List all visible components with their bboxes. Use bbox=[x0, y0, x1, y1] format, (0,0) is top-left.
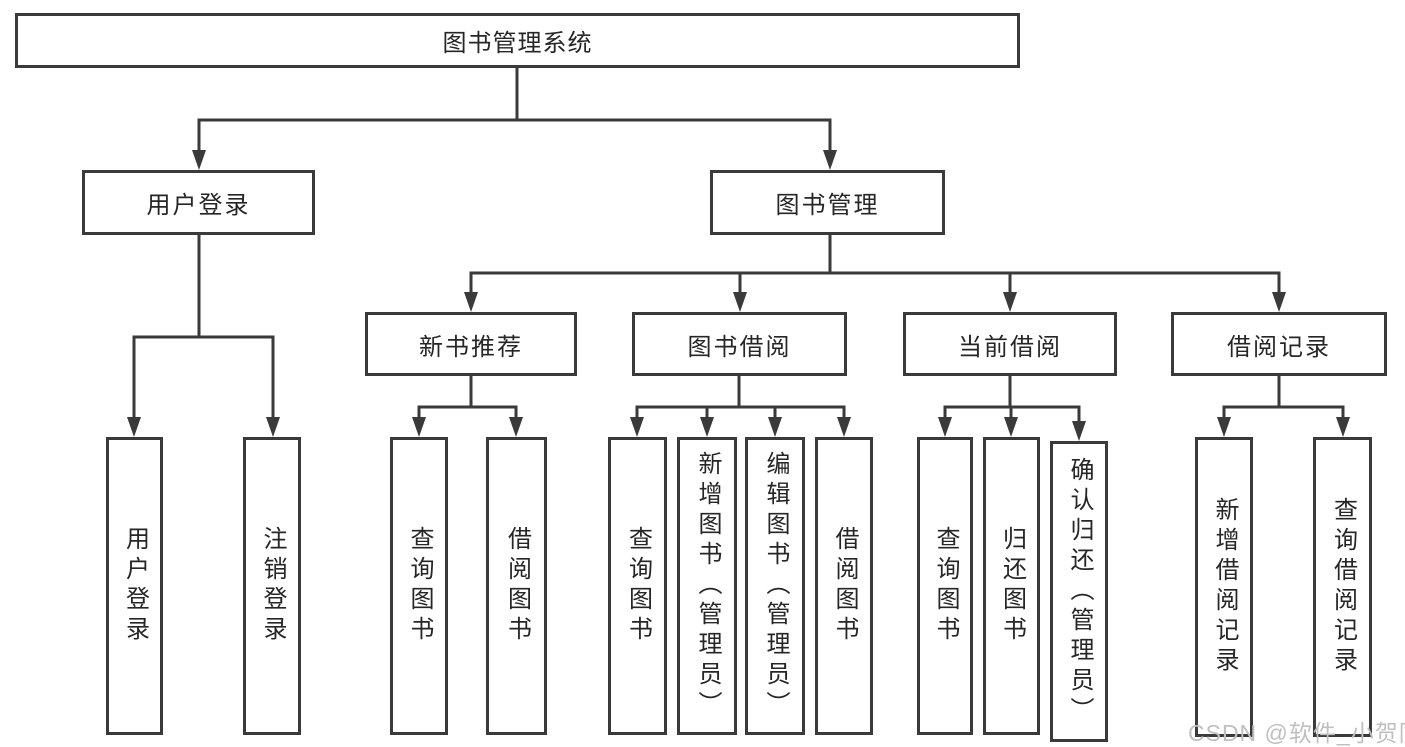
connector-borrowing-records bbox=[1222, 376, 1345, 420]
arrowhead bbox=[464, 292, 478, 312]
node-borrow-books-leaf: 借阅图书 bbox=[815, 437, 873, 735]
node-user-login: 用户登录 bbox=[82, 170, 315, 235]
node-add-books-admin: 新增图书（管理员） bbox=[677, 437, 737, 735]
arrowhead bbox=[1003, 292, 1017, 312]
node-confirm-return-admin: 确认归还（管理员） bbox=[1050, 441, 1108, 742]
node-query-borrow-record: 查询借阅记录 bbox=[1313, 437, 1372, 737]
arrowheads bbox=[127, 150, 1350, 441]
arrowhead bbox=[412, 417, 426, 437]
node-book-management: 图书管理 bbox=[710, 170, 945, 235]
arrowhead bbox=[823, 150, 837, 170]
arrowhead bbox=[192, 150, 206, 170]
node-return-books: 归还图书 bbox=[983, 437, 1040, 735]
node-edit-books-admin: 编辑图书（管理员） bbox=[745, 437, 805, 735]
arrowhead bbox=[266, 417, 280, 437]
arrowhead bbox=[127, 417, 141, 437]
arrowhead bbox=[700, 417, 714, 437]
node-new-book-recommend: 新书推荐 bbox=[365, 312, 577, 376]
csdn-watermark: CSDN @软件_小贺同学 bbox=[1188, 720, 1405, 746]
node-borrowing-records: 借阅记录 bbox=[1171, 312, 1387, 376]
node-root: 图书管理系统 bbox=[15, 13, 1020, 68]
connector-new-book-recommend bbox=[417, 376, 518, 420]
arrowhead bbox=[1336, 417, 1350, 437]
node-current-borrowing: 当前借阅 bbox=[903, 312, 1117, 376]
connector-book-borrowing bbox=[635, 376, 846, 420]
connector-root bbox=[197, 68, 832, 153]
connector-book-management bbox=[469, 235, 1281, 295]
arrowhead bbox=[837, 417, 851, 437]
node-query-books-current: 查询图书 bbox=[917, 437, 973, 735]
node-query-books-recommend: 查询图书 bbox=[390, 437, 448, 735]
node-book-borrowing: 图书借阅 bbox=[632, 312, 847, 376]
arrowhead bbox=[509, 417, 523, 437]
connector-current-borrowing bbox=[943, 376, 1081, 424]
arrowhead bbox=[768, 417, 782, 437]
arrowhead bbox=[630, 417, 644, 437]
arrowhead bbox=[1217, 417, 1231, 437]
arrowhead bbox=[1072, 421, 1086, 441]
connector-user-login bbox=[132, 235, 275, 420]
node-query-books-borrowing: 查询图书 bbox=[608, 437, 667, 735]
node-user-login-leaf: 用户登录 bbox=[106, 437, 163, 735]
arrowhead bbox=[1272, 292, 1286, 312]
node-add-borrow-record: 新增借阅记录 bbox=[1195, 437, 1253, 737]
arrowhead bbox=[733, 292, 747, 312]
node-logout: 注销登录 bbox=[243, 437, 301, 735]
arrowhead bbox=[938, 417, 952, 437]
arrowhead bbox=[1004, 417, 1018, 437]
node-borrow-books-recommend: 借阅图书 bbox=[486, 437, 547, 735]
